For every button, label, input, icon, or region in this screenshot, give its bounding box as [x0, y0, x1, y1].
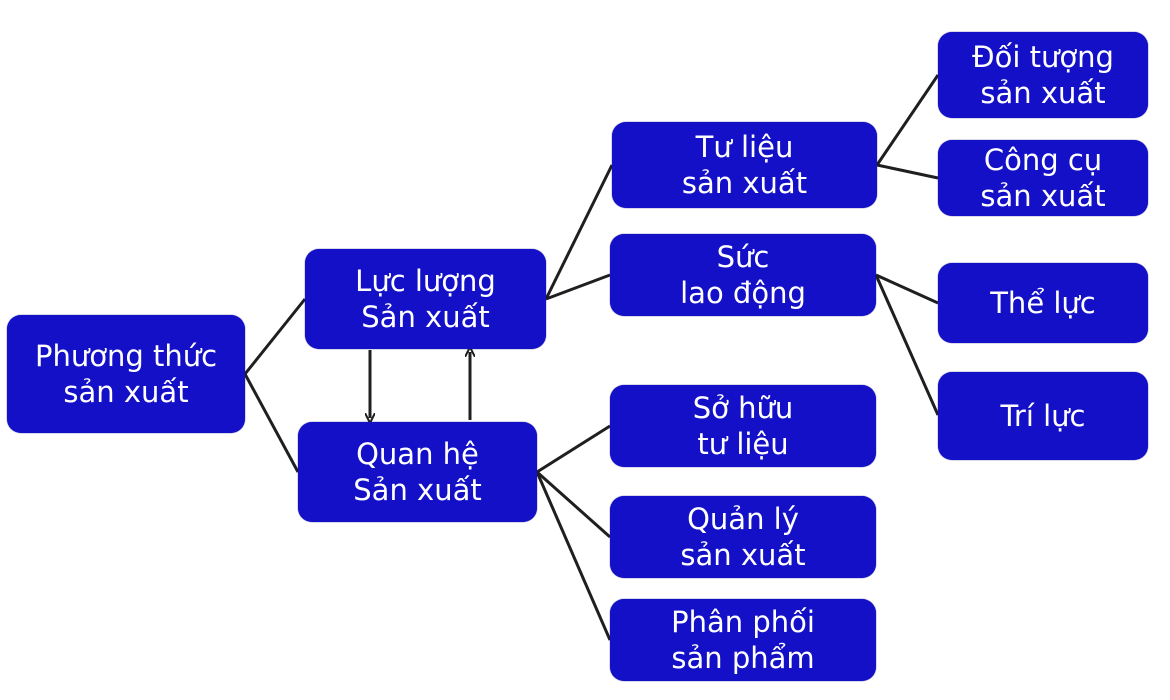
node-tri-luc-label: Trí lực: [1000, 399, 1086, 433]
node-luc-luong-line1: Lực lượng: [355, 264, 496, 298]
node-quan-he-san-xuat: Quan hệ Sản xuất: [298, 422, 537, 522]
connector-phuong-thuc-to-luc-luong: [243, 298, 307, 375]
node-so-huu-line2: tư liệu: [697, 427, 789, 461]
node-phan-phoi-line1: Phân phối: [671, 605, 815, 639]
node-luc-luong-san-xuat: Lực lượng Sản xuất: [305, 249, 546, 349]
node-phan-phoi-line2: sản phẩm: [671, 641, 815, 675]
node-phuong-thuc-san-xuat: Phương thức sản xuất: [7, 315, 245, 433]
connector-suc-lao-dong-to-tri-luc: [874, 274, 940, 416]
node-cong-cu-line1: Công cụ: [983, 143, 1103, 177]
node-quan-ly-line1: Quản lý: [687, 502, 799, 536]
connector-tu-lieu-to-doi-tuong: [875, 74, 940, 166]
node-tu-lieu-san-xuat: Tư liệu sản xuất: [612, 122, 877, 208]
node-the-luc-label: Thể lực: [990, 286, 1096, 320]
connector-phuong-thuc-to-quan-he: [243, 373, 300, 473]
connector-quan-he-to-phan-phoi: [535, 471, 612, 641]
node-suc-lao-dong: Sức lao động: [610, 234, 876, 316]
node-quan-he-line1: Quan hệ: [356, 437, 479, 471]
node-cong-cu-san-xuat: Công cụ sản xuất: [938, 140, 1148, 216]
node-doi-tuong-san-xuat: Đối tượng sản xuất: [938, 32, 1148, 118]
connector-luc-luong-to-suc-lao-dong: [545, 273, 611, 301]
node-the-luc: Thể lực: [938, 263, 1148, 343]
connector-tu-lieu-to-cong-cu: [876, 163, 939, 180]
node-luc-luong-line2: Sản xuất: [361, 300, 490, 334]
node-doi-tuong-line1: Đối tượng: [972, 40, 1114, 74]
node-phan-phoi-san-pham: Phân phối sản phẩm: [610, 599, 876, 681]
node-phuong-thuc-line1: Phương thức: [34, 339, 218, 373]
node-cong-cu-line2: sản xuất: [980, 179, 1106, 213]
connector-luc-luong-to-tu-lieu: [544, 164, 614, 300]
connector-suc-lao-dong-to-the-luc: [875, 273, 939, 305]
connector-quan-he-to-quan-ly: [536, 470, 611, 539]
connector-quan-he-to-so-huu: [536, 424, 611, 474]
node-doi-tuong-line2: sản xuất: [980, 76, 1106, 110]
node-phuong-thuc-line2: sản xuất: [63, 375, 189, 409]
node-quan-he-line2: Sản xuất: [353, 473, 482, 507]
node-quan-ly-san-xuat: Quản lý sản xuất: [610, 496, 876, 578]
node-tu-lieu-line1: Tư liệu: [695, 130, 794, 164]
node-so-huu-line1: Sở hữu: [692, 391, 794, 425]
node-suc-lao-dong-line2: lao động: [680, 276, 806, 310]
node-tri-luc: Trí lực: [938, 372, 1148, 460]
node-so-huu-tu-lieu: Sở hữu tư liệu: [610, 385, 876, 467]
node-tu-lieu-line2: sản xuất: [681, 166, 808, 200]
node-quan-ly-line2: sản xuất: [680, 538, 806, 572]
node-suc-lao-dong-line1: Sức: [716, 240, 770, 274]
